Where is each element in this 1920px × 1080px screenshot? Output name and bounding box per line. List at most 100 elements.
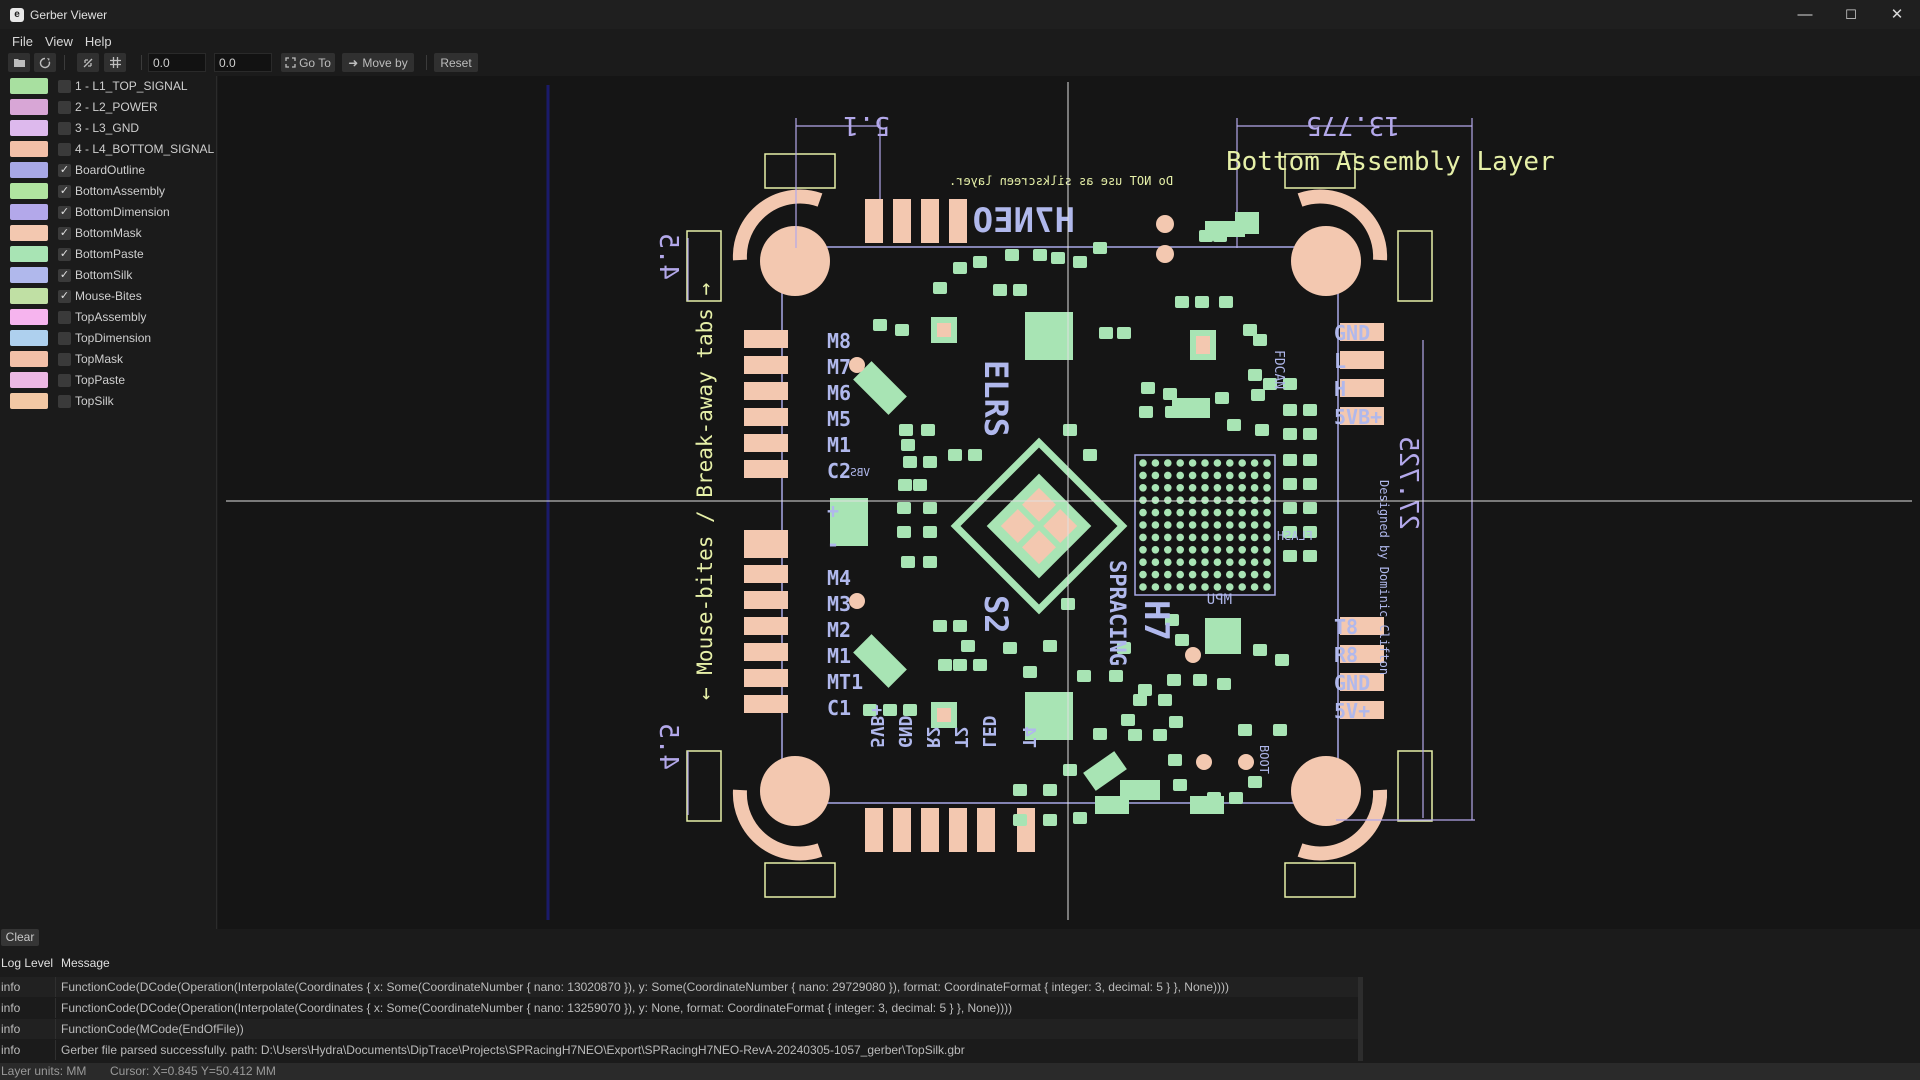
status-bar: Layer units: MM Cursor: X=0.845 Y=50.412… bbox=[0, 1063, 1920, 1080]
layer-color-swatch[interactable] bbox=[10, 162, 48, 178]
layer-row[interactable]: TopSilk bbox=[0, 391, 217, 412]
layer-visibility-checkbox[interactable]: ✓ bbox=[58, 227, 71, 240]
layer-row[interactable]: ✓Mouse-Bites bbox=[0, 286, 217, 307]
reload-button[interactable] bbox=[34, 53, 56, 72]
layer-name: TopMask bbox=[75, 352, 124, 366]
layer-visibility-checkbox[interactable]: ✓ bbox=[58, 248, 71, 261]
right-connector-label: H bbox=[1334, 377, 1346, 401]
layer-color-swatch[interactable] bbox=[10, 288, 48, 304]
layer-visibility-checkbox[interactable] bbox=[58, 353, 71, 366]
layer-row[interactable]: TopPaste bbox=[0, 370, 217, 391]
layer-visibility-checkbox[interactable]: ✓ bbox=[58, 206, 71, 219]
layer-row[interactable]: TopMask bbox=[0, 349, 217, 370]
layer-row[interactable]: 2 - L2_POWER bbox=[0, 97, 217, 118]
layer-row[interactable]: 4 - L4_BOTTOM_SIGNAL bbox=[0, 139, 217, 160]
left-connector-label: M4 bbox=[827, 566, 851, 590]
clear-log-button[interactable]: Clear bbox=[1, 929, 39, 946]
layer-visibility-checkbox[interactable]: ✓ bbox=[58, 164, 71, 177]
log-level: info bbox=[1, 1001, 21, 1015]
layer-name: BottomSilk bbox=[75, 268, 133, 282]
x-coordinate-input[interactable]: 0.0 bbox=[148, 53, 206, 72]
pcb-render[interactable]: Bottom Assembly Layer Do NOT use as silk… bbox=[218, 76, 1920, 929]
right-connector-label: L bbox=[1334, 349, 1346, 373]
layer-row[interactable]: ✓ BottomAssembly bbox=[0, 181, 217, 202]
maximize-button[interactable]: ☐ bbox=[1845, 7, 1857, 22]
flash-bga bbox=[1134, 454, 1276, 596]
layer-color-swatch[interactable] bbox=[10, 393, 48, 409]
layer-color-swatch[interactable] bbox=[10, 120, 48, 136]
left-connector-label: M8 bbox=[827, 329, 851, 353]
layer-visibility-checkbox[interactable]: ✓ bbox=[58, 290, 71, 303]
layer-row[interactable]: TopDimension bbox=[0, 328, 217, 349]
layer-name: BottomAssembly bbox=[75, 184, 166, 198]
goto-icon bbox=[285, 57, 296, 68]
layer-row[interactable]: TopAssembly bbox=[0, 307, 217, 328]
designer-label: Designed by Dominic Clifton bbox=[1377, 480, 1391, 675]
layer-name: 1 - L1_TOP_SIGNAL bbox=[75, 79, 188, 93]
layer-name: TopPaste bbox=[75, 373, 126, 387]
minimize-button[interactable]: — bbox=[1797, 6, 1813, 23]
goto-button[interactable]: Go To bbox=[281, 53, 335, 72]
reset-button[interactable]: Reset bbox=[434, 53, 478, 72]
layer-color-swatch[interactable] bbox=[10, 204, 48, 220]
log-level-header[interactable]: Log Level bbox=[1, 956, 54, 970]
assembly-title: Bottom Assembly Layer bbox=[1226, 147, 1555, 177]
move-by-label: Move by bbox=[362, 55, 408, 70]
log-scrollbar[interactable] bbox=[1358, 977, 1363, 1061]
layer-color-swatch[interactable] bbox=[10, 372, 48, 388]
layer-color-swatch[interactable] bbox=[10, 141, 48, 157]
mpu-label: MPU bbox=[1207, 592, 1232, 608]
message-header[interactable]: Message bbox=[61, 956, 110, 970]
y-coordinate-input[interactable]: 0.0 bbox=[214, 53, 272, 72]
layer-color-swatch[interactable] bbox=[10, 183, 48, 199]
assembly-subtitle: Do NOT use as silkscreen layer. bbox=[949, 174, 1173, 188]
layer-visibility-checkbox[interactable] bbox=[58, 311, 71, 324]
left-connector-label: M5 bbox=[827, 407, 851, 431]
layer-visibility-checkbox[interactable]: ✓ bbox=[58, 269, 71, 282]
right-connector-label: T8 bbox=[1334, 615, 1358, 639]
flip-button[interactable] bbox=[77, 53, 99, 72]
menu-file[interactable]: File bbox=[12, 33, 33, 49]
layer-visibility-checkbox[interactable] bbox=[58, 143, 71, 156]
layer-visibility-checkbox[interactable]: ✓ bbox=[58, 185, 71, 198]
layer-row[interactable]: ✓BoardOutline bbox=[0, 160, 217, 181]
h7-label: H7 bbox=[1136, 600, 1176, 641]
left-connector-label: + bbox=[827, 499, 839, 523]
boot-label: BOOT bbox=[1257, 745, 1271, 774]
layer-color-swatch[interactable] bbox=[10, 330, 48, 346]
layer-color-swatch[interactable] bbox=[10, 99, 48, 115]
close-button[interactable]: ✕ bbox=[1890, 6, 1904, 23]
layer-color-swatch[interactable] bbox=[10, 309, 48, 325]
grid-button[interactable] bbox=[104, 53, 126, 72]
layer-color-swatch[interactable] bbox=[10, 78, 48, 94]
layer-row[interactable]: ✓BottomDimension bbox=[0, 202, 217, 223]
layer-visibility-checkbox[interactable] bbox=[58, 122, 71, 135]
layer-row[interactable]: 3 - L3_GND bbox=[0, 118, 217, 139]
layer-visibility-checkbox[interactable] bbox=[58, 80, 71, 93]
layer-visibility-checkbox[interactable] bbox=[58, 332, 71, 345]
racing-label: SPRACING bbox=[1104, 560, 1129, 666]
layer-row[interactable]: 1 - L1_TOP_SIGNAL bbox=[0, 76, 217, 97]
move-by-button[interactable]: ➜ Move by bbox=[342, 53, 414, 72]
layer-visibility-checkbox[interactable] bbox=[58, 395, 71, 408]
layer-color-swatch[interactable] bbox=[10, 351, 48, 367]
s2-label: S2 bbox=[977, 595, 1015, 634]
menu-view[interactable]: View bbox=[44, 33, 73, 49]
menu-help[interactable]: Help bbox=[84, 33, 112, 49]
gerber-viewport[interactable]: Bottom Assembly Layer Do NOT use as silk… bbox=[218, 76, 1920, 929]
open-file-button[interactable] bbox=[8, 53, 30, 72]
layer-row[interactable]: ✓BottomPaste bbox=[0, 244, 217, 265]
layer-color-swatch[interactable] bbox=[10, 267, 48, 283]
layer-visibility-checkbox[interactable] bbox=[58, 374, 71, 387]
layer-row[interactable]: ✓ BottomSilk bbox=[0, 265, 217, 286]
layer-visibility-checkbox[interactable] bbox=[58, 101, 71, 114]
layer-row[interactable]: ✓BottomMask bbox=[0, 223, 217, 244]
layer-color-swatch[interactable] bbox=[10, 225, 48, 241]
layer-color-swatch[interactable] bbox=[10, 246, 48, 262]
